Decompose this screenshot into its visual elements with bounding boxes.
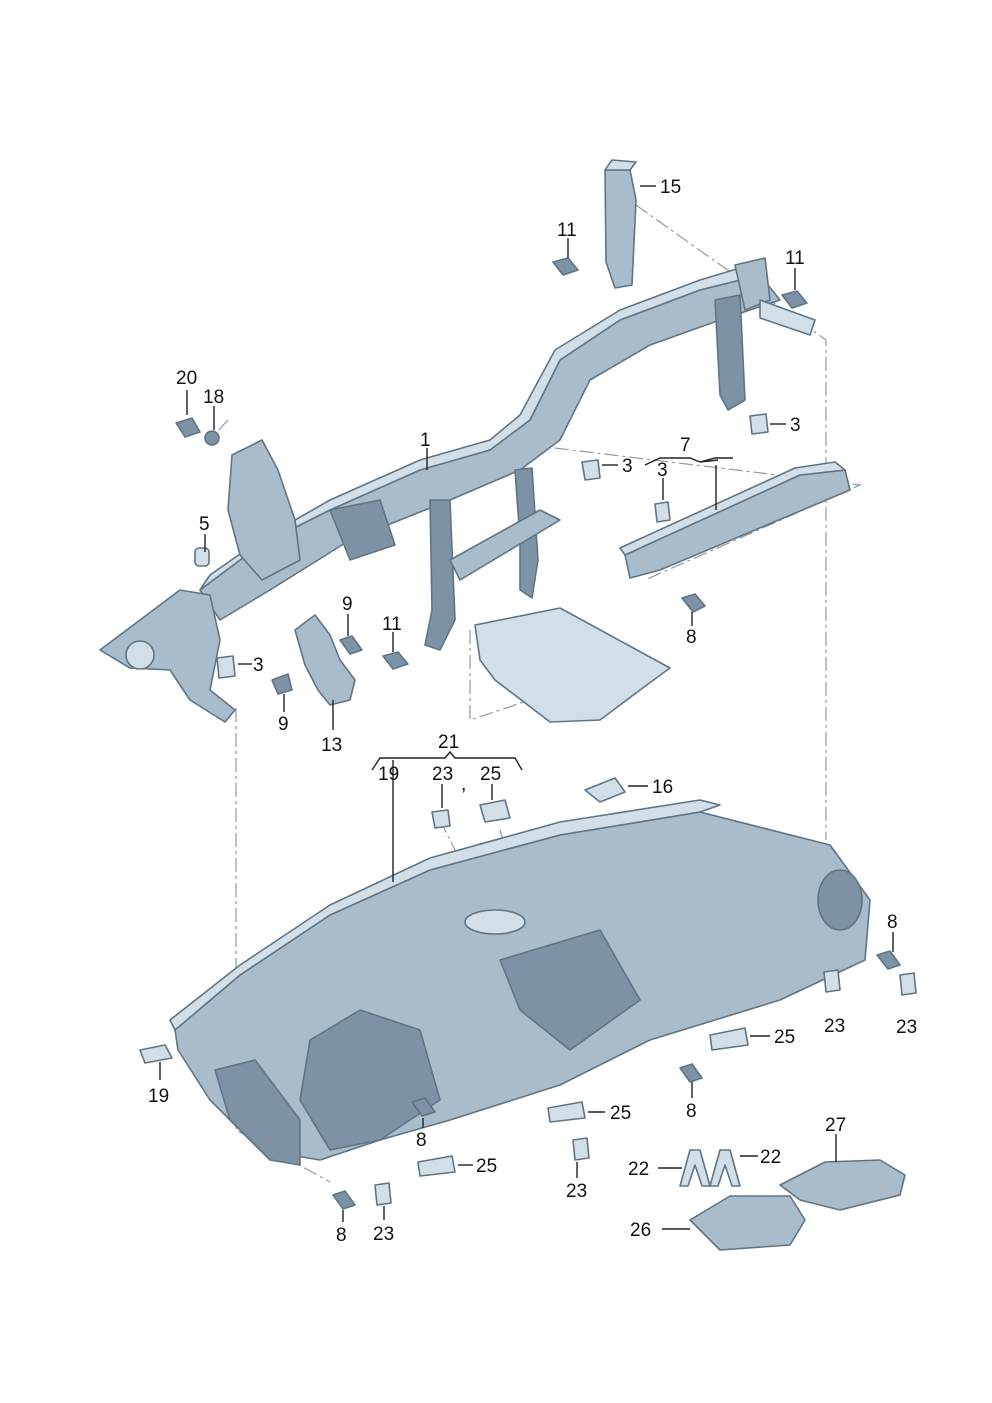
callout-3-middle: 3 (622, 456, 633, 477)
callout-25-group: 25 (480, 764, 501, 785)
clip-25-b (709, 1027, 749, 1051)
clip-22-b (709, 1149, 741, 1187)
duct-27 (779, 1159, 906, 1211)
callout-22-left: 22 (628, 1159, 649, 1180)
screw-9-a (339, 635, 363, 655)
clip-3-d (216, 655, 236, 679)
clip-3-a (581, 459, 601, 481)
callout-23-center: 23 (566, 1181, 587, 1202)
part-13-stepped-bracket (294, 614, 356, 706)
screw-11-c (382, 651, 409, 670)
clip-22-a (679, 1149, 711, 1187)
callout-11-top: 11 (557, 220, 577, 241)
small-parts (139, 257, 917, 1251)
callout-20: 20 (176, 368, 197, 389)
clip-3-b (749, 413, 769, 435)
callout-25-right: 25 (774, 1027, 795, 1048)
callout-11-lower: 11 (382, 614, 402, 635)
callout-8-crossbar: 8 (686, 627, 697, 648)
callout-26: 26 (630, 1220, 651, 1241)
pin-5 (194, 547, 210, 567)
callout-comma: , (461, 774, 466, 795)
callout-3-crossbar: 3 (657, 460, 668, 481)
callout-3-right: 3 (790, 415, 801, 436)
callout-25-center: 25 (610, 1103, 631, 1124)
clip-23-d (572, 1137, 590, 1161)
part-15-vertical-bracket (604, 159, 637, 289)
callout-22-right: 22 (760, 1147, 781, 1168)
cover-19 (139, 1044, 173, 1064)
screw-8-e (332, 1190, 356, 1210)
leader-lines (159, 185, 894, 1230)
clip-25-d (417, 1155, 456, 1177)
callout-23-left: 23 (373, 1224, 394, 1245)
callout-19-cover: 19 (148, 1086, 169, 1107)
clip-23-c (899, 972, 917, 996)
callout-9-upper: 9 (342, 594, 353, 615)
screw-11-a (552, 257, 579, 276)
clip-25-a (479, 799, 511, 823)
callout-8-left: 8 (416, 1130, 427, 1151)
callout-9-lower: 9 (278, 714, 289, 735)
callout-23-group: 23 (432, 764, 453, 785)
callout-27: 27 (825, 1115, 846, 1136)
clip-16 (584, 777, 626, 803)
part-7-lower-crossbar (619, 461, 851, 579)
callout-21: 21 (438, 732, 459, 753)
callout-7: 7 (680, 435, 691, 456)
part-1-cross-member (99, 257, 816, 723)
washer-18 (204, 430, 220, 446)
callout-11-right: 11 (785, 248, 805, 269)
heat-shield-plate (474, 607, 671, 723)
callout-25-left: 25 (476, 1156, 497, 1177)
screw-9-b (271, 673, 293, 695)
clip-23-a (431, 809, 451, 829)
callout-23-right-a: 23 (824, 1016, 845, 1037)
clip-25-c (547, 1101, 586, 1123)
screw-11-b (781, 290, 808, 309)
callout-labels: 15 11 11 20 18 1 3 3 7 3 5 9 8 11 3 9 13… (148, 177, 917, 1246)
callout-5: 5 (199, 514, 210, 535)
screw-8-b (411, 1097, 436, 1117)
dashboard-panel (169, 799, 871, 1166)
clip-23-b (823, 969, 841, 993)
screw-8-c (679, 1063, 703, 1083)
clip-23-e (374, 1182, 392, 1206)
callout-13: 13 (321, 735, 342, 756)
screw-8-a (681, 593, 706, 613)
callout-19-group: 19 (378, 764, 399, 785)
callout-23-right-b: 23 (896, 1017, 917, 1038)
callout-16: 16 (652, 777, 673, 798)
callout-8-center: 8 (686, 1101, 697, 1122)
callout-18: 18 (203, 387, 224, 408)
callout-8-right: 8 (887, 912, 898, 933)
bolt-20 (175, 417, 201, 438)
callout-8-bottom: 8 (336, 1225, 347, 1246)
duct-26 (689, 1195, 806, 1251)
clip-3-c (654, 501, 671, 523)
screw-8-d (876, 950, 901, 970)
callout-15: 15 (660, 177, 681, 198)
callout-1: 1 (420, 430, 431, 451)
callout-3-left: 3 (253, 655, 264, 676)
